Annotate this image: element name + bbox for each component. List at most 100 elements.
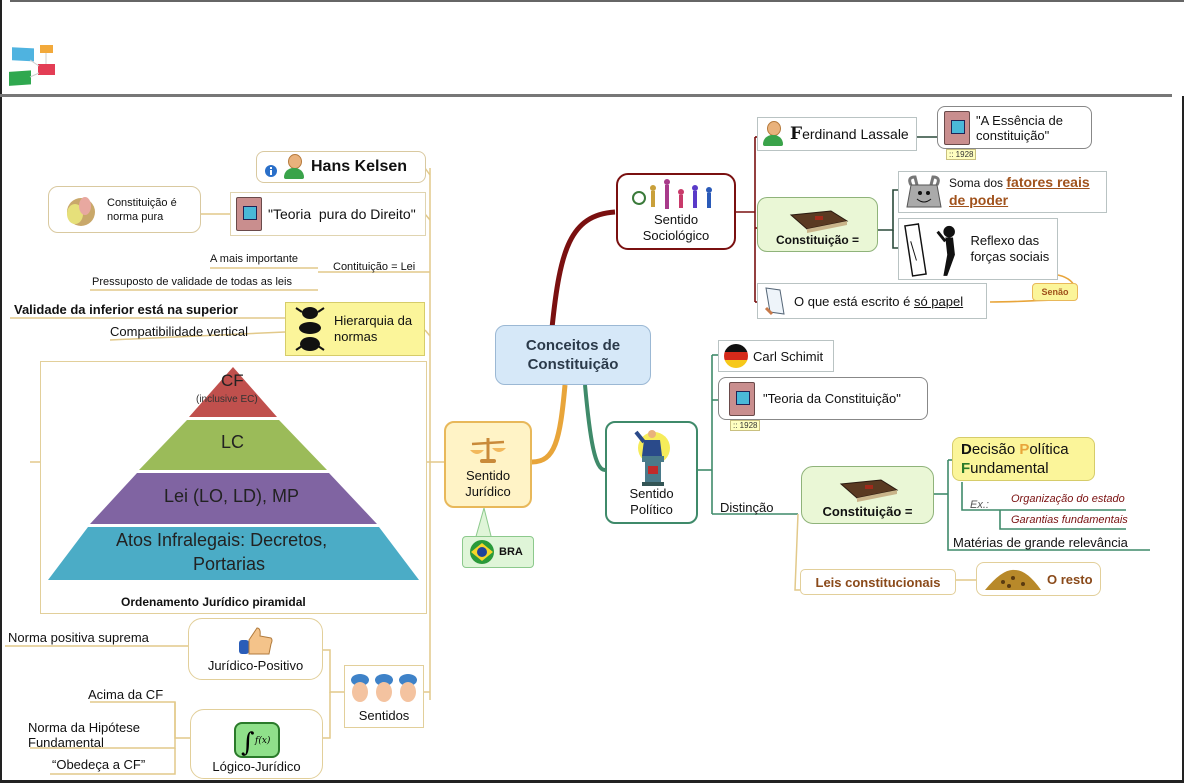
hierarquia-label: Hierarquia da normas	[334, 313, 413, 344]
germany-flag-icon	[724, 344, 748, 368]
politica-p: P	[1019, 441, 1030, 458]
brazil-flag-icon	[470, 540, 494, 564]
decisao-rest: ecisão	[971, 441, 1020, 458]
three-monkeys-icon	[351, 674, 417, 702]
lassale-rest: erdinand Lassale	[802, 126, 909, 142]
info-icon	[265, 165, 277, 177]
so-papel-label: O que está escrito é só papel	[794, 294, 963, 309]
essencia-node[interactable]: "A Essência de constituição"	[937, 106, 1092, 149]
sentido-politico-label: Sentido Político	[629, 486, 674, 517]
sentido-juridico-node[interactable]: Sentido Jurídico	[444, 421, 532, 508]
constituicao-politico-label: Constituição =	[822, 504, 913, 519]
sentido-sociologico-label: Sentido Sociológico	[642, 212, 710, 243]
materias-relevancia-label: Matérias de grande relevância	[953, 535, 1128, 550]
juridico-positivo-node[interactable]: Jurídico-Positivo	[188, 618, 323, 680]
reflexo-node[interactable]: Reflexo das forças sociais	[898, 218, 1058, 280]
reflexo-label: Reflexo das forças sociais	[970, 233, 1050, 264]
strongman-icon	[906, 175, 942, 208]
figure-icon	[67, 196, 95, 226]
frame-top	[10, 0, 1184, 2]
header-divider	[0, 94, 1172, 97]
lassale-node[interactable]: Ferdinand Lassale	[757, 117, 917, 151]
book-icon	[729, 381, 755, 416]
hans-kelsen-label: Hans Kelsen	[311, 158, 408, 175]
piramide-atos-label-2: Portarias	[193, 554, 266, 574]
teoria-constituicao-node[interactable]: "Teoria da Constituição"	[718, 377, 928, 420]
year-tag: :: 1928	[946, 149, 977, 160]
old-book-icon	[789, 210, 848, 233]
so-papel-node[interactable]: O que está escrito é só papel	[757, 283, 987, 319]
piramide-svg	[48, 367, 419, 580]
frame-right	[1182, 96, 1184, 783]
so-papel-prefix: O que está escrito é	[794, 293, 914, 309]
acima-da-cf-label: Acima da CF	[88, 687, 164, 702]
norma-pura-node[interactable]: Constituição é norma pura	[48, 186, 201, 233]
piramide-level-cf	[189, 367, 277, 417]
sentido-politico-node[interactable]: Sentido Político	[605, 421, 698, 524]
link-central-sociologico	[549, 209, 616, 329]
stacked-figures-icon	[295, 307, 325, 351]
person-icon	[762, 121, 784, 147]
speaker-podium-icon	[633, 430, 670, 486]
piramide-container[interactable]: CF (inclusive EC) LC Lei (LO, LD), MP At…	[40, 361, 427, 614]
central-topic-label: Conceitos de Constituição	[525, 337, 621, 373]
link-central-politico	[583, 384, 606, 472]
norma-pura-label: Constituição é norma pura	[107, 196, 177, 223]
sentido-sociologico-node[interactable]: Sentido Sociológico	[616, 173, 736, 250]
fatores-prefix: Soma dos	[949, 176, 1007, 190]
scales-icon	[470, 438, 506, 463]
senao-label: Senão	[1041, 287, 1069, 297]
logico-juridico-node[interactable]: ∫ f(x) Lógico-Jurídico	[190, 709, 323, 779]
frame-bottom	[0, 780, 1184, 783]
integral-icon: ∫ f(x)	[233, 722, 280, 758]
piramide-cf-sublabel: (inclusive EC)	[196, 394, 258, 405]
bra-label: BRA	[499, 546, 523, 558]
o-resto-node[interactable]: O resto	[976, 562, 1101, 596]
piramide-level-lei	[90, 473, 377, 524]
norma-hipotese-label: Norma da Hipótese Fundamental	[28, 720, 140, 750]
leis-constitucionais-label: Leis constitucionais	[815, 574, 941, 590]
constituicao-sociologico-node[interactable]: Constituição =	[757, 197, 878, 252]
bra-badge[interactable]: BRA	[462, 536, 534, 568]
thumbs-up-icon	[238, 627, 272, 655]
hans-kelsen-node[interactable]: Hans Kelsen	[256, 151, 426, 183]
decisao-d: D	[961, 441, 972, 458]
validade-inferior-label: Validade da inferior está na superior	[14, 302, 238, 317]
central-topic[interactable]: Conceitos de Constituição	[495, 325, 651, 385]
logico-juridico-label: Lógico-Jurídico	[212, 759, 301, 774]
fatores-emph: fatores reais de poder	[949, 174, 1090, 208]
paper-icon	[764, 287, 785, 316]
carl-schimit-node[interactable]: Carl Schimit	[718, 340, 834, 372]
book-icon	[944, 110, 970, 145]
mindmap-logo-icon	[9, 45, 55, 86]
family-icon	[632, 179, 712, 209]
teoria-pura-node[interactable]: "Teoria pura do Direito"	[230, 192, 426, 236]
person-icon	[283, 154, 305, 180]
piramide-cf-label: CF	[221, 371, 244, 390]
constituicao-politico-node[interactable]: Constituição =	[801, 466, 934, 524]
hierarquia-node[interactable]: Hierarquia da normas	[285, 302, 425, 356]
pile-icon	[985, 569, 1041, 590]
svg-text:∫: ∫	[241, 728, 255, 758]
teoria-constituicao-label: "Teoria da Constituição"	[763, 391, 901, 406]
a-mais-importante-label: A mais importante	[210, 253, 299, 265]
piramide-atos-label: Atos Infralegais: Decretos,	[116, 530, 328, 550]
sentido-juridico-label: Sentido Jurídico	[465, 468, 511, 499]
fatores-reais-node[interactable]: Soma dos fatores reais de poder	[898, 171, 1107, 213]
piramide-lei-label: Lei (LO, LD), MP	[164, 486, 300, 506]
lassale-label: Ferdinand Lassale	[790, 124, 909, 144]
organizacao-estado-label: Organização do estado	[1011, 493, 1125, 505]
senao-tag: Senão	[1032, 283, 1078, 301]
book-icon	[236, 197, 262, 231]
mirror-icon	[904, 223, 955, 277]
politica-rest: olítica	[1029, 441, 1069, 458]
leis-constitucionais-node[interactable]: Leis constitucionais	[800, 569, 956, 595]
teoria-pura-label: "Teoria pura do Direito"	[268, 206, 416, 222]
lassale-initial: F	[790, 124, 803, 144]
so-papel-emph: só papel	[913, 293, 964, 309]
fatores-reais-label: Soma dos fatores reais de poder	[949, 174, 1099, 210]
sentidos-node[interactable]: Sentidos	[344, 665, 424, 728]
